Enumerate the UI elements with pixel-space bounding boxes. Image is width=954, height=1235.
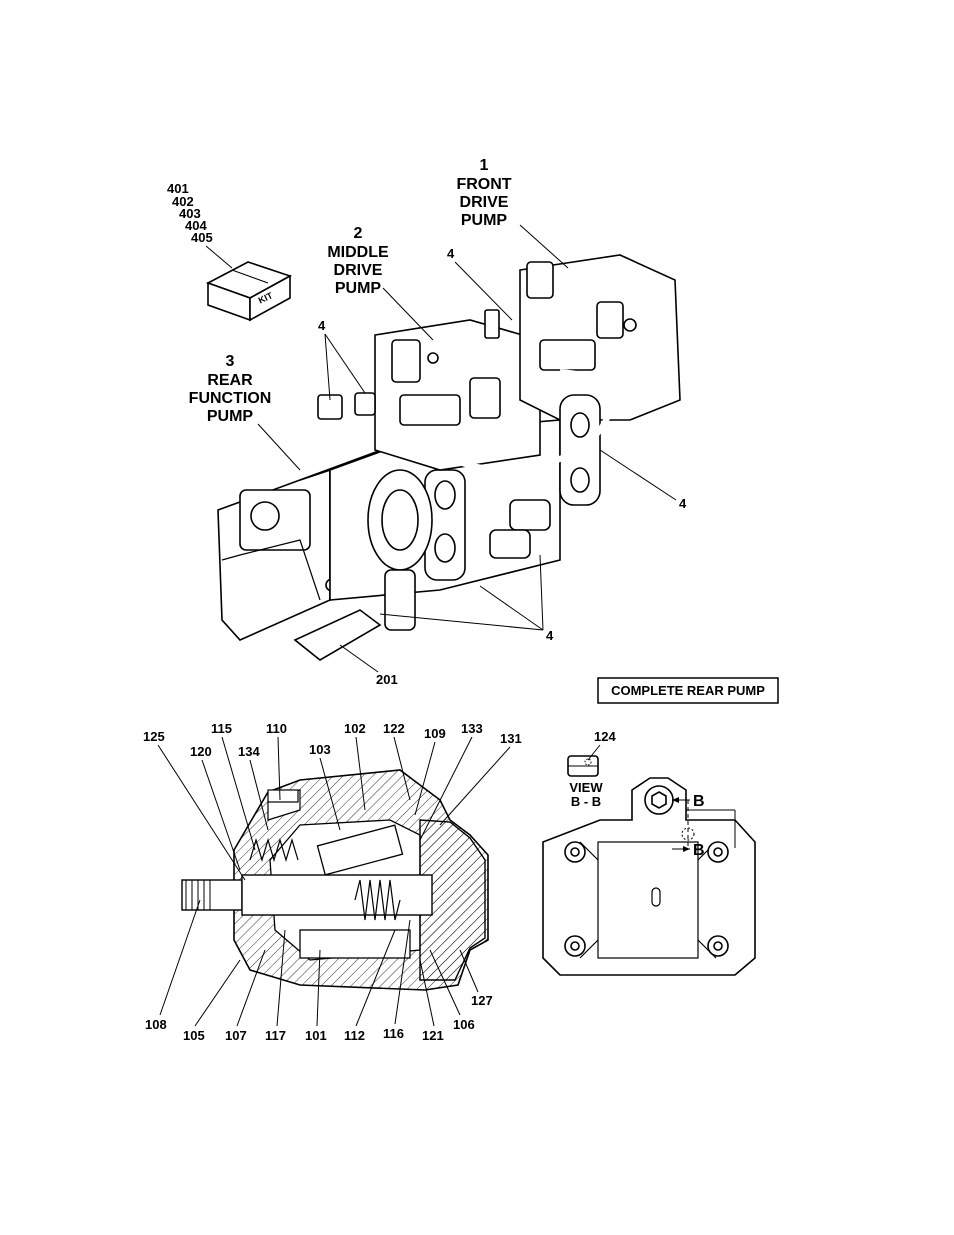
- front-pump-line-1: FRONT: [456, 176, 511, 193]
- pump-section-view: [181, 769, 489, 991]
- view-title-line-2: B - B: [571, 794, 601, 809]
- callout-hose-d: 4: [546, 628, 554, 643]
- callout-kit-2: 402: [172, 194, 194, 209]
- callout-108: 108: [145, 1017, 167, 1032]
- rear-pump-line-1: REAR: [207, 372, 253, 389]
- callout-110: 110: [266, 721, 287, 736]
- middle-pump-line-1: MIDDLE: [327, 244, 389, 261]
- rear-pump-line-3: PUMP: [207, 408, 254, 425]
- leader-hose-d2: [479, 585, 544, 631]
- leader-hose-b2: [324, 333, 366, 394]
- callout-125: 125: [143, 729, 165, 744]
- complete-rear-pump-label: COMPLETE REAR PUMP: [611, 683, 765, 698]
- callout-kit-4: 404: [185, 218, 207, 233]
- callout-102: 102: [344, 721, 366, 736]
- leader-hose-d1: [539, 554, 544, 631]
- label-middle-drive-pump: 2 MIDDLE DRIVE PUMP: [327, 225, 389, 297]
- callout-kit-5: 405: [191, 230, 213, 245]
- middle-pump-line-2: DRIVE: [334, 262, 383, 279]
- leader-middle-pump: [382, 287, 434, 341]
- callout-hose-a: 4: [447, 246, 455, 261]
- callout-fitting: 201: [376, 672, 398, 687]
- leader-hose-b1: [324, 333, 331, 401]
- callout-106: 106: [453, 1017, 475, 1032]
- callout-120: 120: [190, 744, 212, 759]
- label-rear-function-pump: 3 REAR FUNCTION PUMP: [189, 353, 272, 425]
- front-pump-line-3: PUMP: [461, 212, 508, 229]
- front-pump-line-2: DRIVE: [460, 194, 509, 211]
- rear-pump-line-2: FUNCTION: [189, 390, 272, 407]
- section-leaders-bottom: [159, 899, 479, 1027]
- callout-115: 115: [211, 721, 232, 736]
- callout-134: 134: [238, 744, 260, 759]
- callout-105: 105: [183, 1028, 205, 1043]
- callout-124: 124: [594, 729, 616, 744]
- view-title-line-1: VIEW: [569, 780, 603, 795]
- section-marker-bottom-label: B: [693, 842, 705, 859]
- callout-112: 112: [344, 1028, 365, 1043]
- callout-kit-3: 403: [179, 206, 201, 221]
- callout-101: 101: [305, 1028, 327, 1043]
- callout-117: 117: [265, 1028, 286, 1043]
- callout-107: 107: [225, 1028, 247, 1043]
- callout-109: 109: [424, 726, 446, 741]
- leader-hose-c: [599, 449, 677, 501]
- leader-fitting: [339, 644, 379, 673]
- end-view-illustration: [542, 777, 756, 976]
- callout-hose-b: 4: [318, 318, 326, 333]
- section-marker-top-label: B: [693, 793, 705, 810]
- section-leaders-top: [157, 736, 511, 881]
- section-marker-bottom: B: [672, 842, 705, 859]
- front-pump-number: 1: [480, 157, 489, 174]
- section-marker-top: B: [672, 793, 705, 810]
- leader-hose-a: [454, 261, 513, 321]
- rear-pump-number: 3: [226, 353, 235, 370]
- leader-rear-pump: [257, 423, 301, 471]
- kit-box-illustration: KIT: [206, 261, 292, 322]
- complete-rear-pump-box: [597, 677, 779, 704]
- pump-assembly-illustration: [217, 254, 681, 661]
- middle-pump-number: 2: [354, 225, 363, 242]
- view-bb-detail: [567, 755, 599, 777]
- callout-hose-c: 4: [679, 496, 687, 511]
- callout-kit-1: 401: [167, 181, 189, 196]
- callout-116: 116: [383, 1026, 404, 1041]
- callout-121: 121: [422, 1028, 444, 1043]
- middle-pump-line-3: PUMP: [335, 280, 382, 297]
- callout-127: 127: [471, 993, 493, 1008]
- callout-122: 122: [383, 721, 405, 736]
- leader-front-pump: [519, 224, 569, 269]
- leader-hose-d3: [379, 613, 544, 631]
- callout-103: 103: [309, 742, 331, 757]
- leader-124: [587, 744, 601, 761]
- callout-131: 131: [500, 731, 522, 746]
- leader-kit: [205, 245, 233, 269]
- label-front-drive-pump: 1 FRONT DRIVE PUMP: [456, 157, 511, 229]
- callout-133: 133: [461, 721, 483, 736]
